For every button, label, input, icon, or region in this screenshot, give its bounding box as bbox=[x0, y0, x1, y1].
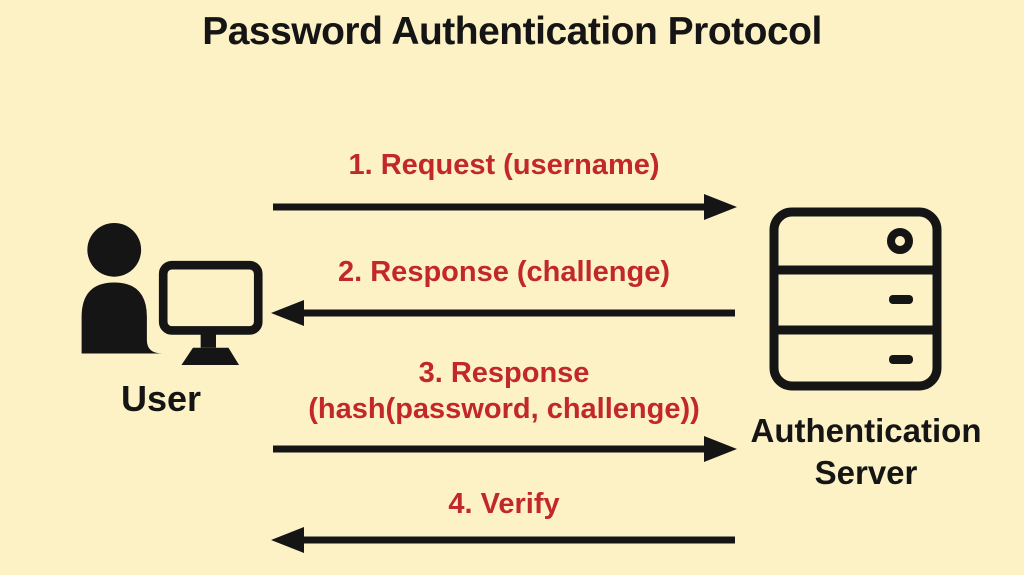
message-3-label: 3. Response (hash(password, challenge)) bbox=[308, 357, 700, 425]
server-slot-icon bbox=[889, 355, 913, 364]
message-1-label: 1. Request (username) bbox=[348, 149, 660, 181]
message-1-arrow-right bbox=[270, 192, 738, 222]
message-2-label: 2. Response (challenge) bbox=[338, 256, 670, 288]
message-3-arrow-right bbox=[270, 434, 738, 464]
authentication-server-label: Authentication Server bbox=[750, 412, 982, 491]
server-icon bbox=[769, 207, 942, 391]
server-slot-icon bbox=[889, 295, 913, 304]
message-2-arrow-left bbox=[270, 298, 738, 328]
user-label: User bbox=[120, 378, 202, 419]
person-icon bbox=[81, 222, 163, 354]
diagram-title: Password Authentication Protocol bbox=[202, 10, 822, 53]
server-led-icon bbox=[887, 228, 913, 254]
monitor-icon bbox=[158, 260, 263, 366]
message-4-arrow-left bbox=[270, 525, 738, 555]
message-4-label: 4. Verify bbox=[448, 488, 560, 520]
user-at-computer-icon bbox=[81, 222, 263, 366]
